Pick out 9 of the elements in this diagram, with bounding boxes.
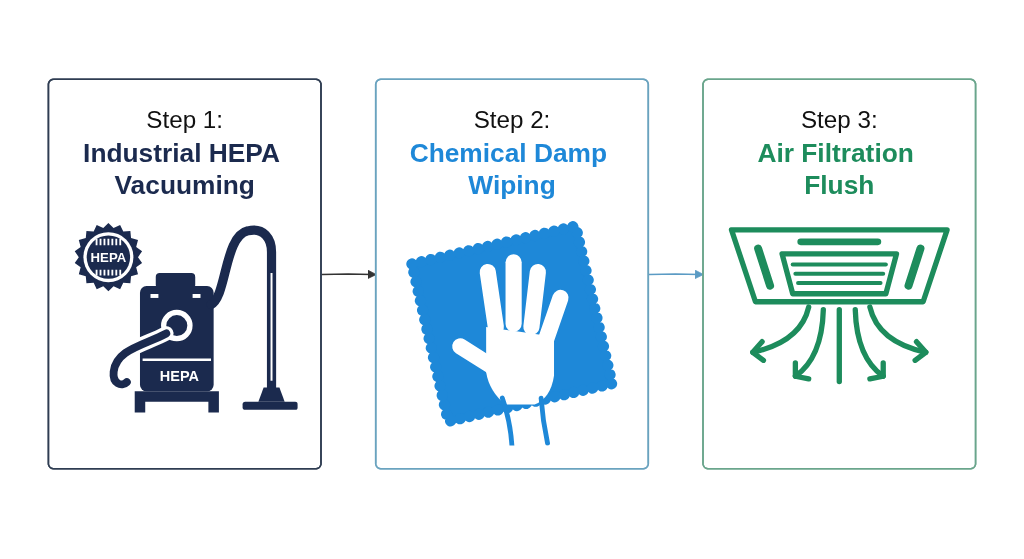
step-title: Industrial HEPA Vacuuming: [82, 137, 280, 201]
step-title: Air Filtration Flush: [756, 137, 915, 201]
step-title: Chemical Damp Wiping: [408, 137, 609, 201]
seal-text: HEPA: [90, 250, 127, 266]
tank-text: HEPA: [159, 368, 199, 384]
step-heading: Step 3:: [800, 104, 878, 135]
step-heading: Step 1:: [146, 104, 224, 135]
step-heading: Step 2:: [473, 104, 551, 135]
arrow: [648, 269, 704, 279]
